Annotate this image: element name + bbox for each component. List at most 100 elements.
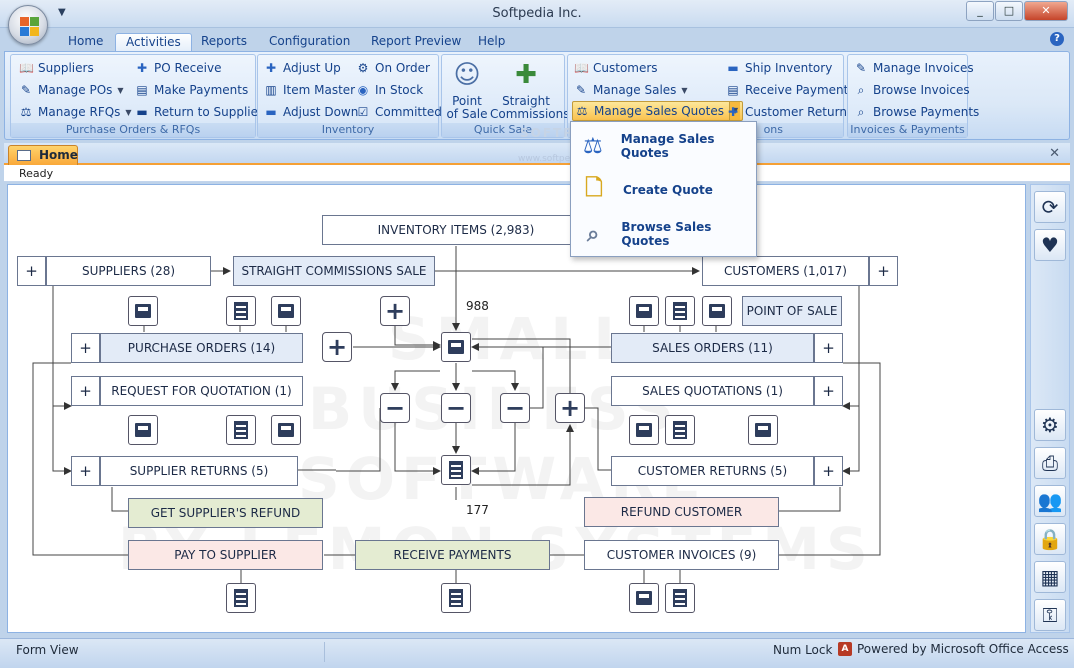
manage-rfqs-button[interactable]: ⚖Manage RFQs▼ [20,105,132,119]
cabinet-icon[interactable] [441,583,471,613]
node-pay-to-supplier[interactable]: PAY TO SUPPLIER [128,540,323,570]
add-stock-button[interactable]: + [322,332,352,362]
tab-activities[interactable]: Activities [115,33,192,52]
ship-inventory-button[interactable]: ▬Ship Inventory [727,61,833,75]
add-rfq-button[interactable]: + [71,376,100,406]
customers-button[interactable]: 📖Customers [574,61,658,75]
tab-report-preview[interactable]: Report Preview [371,34,462,48]
node-straight-commissions-sale[interactable]: STRAIGHT COMMISSIONS SALE [233,256,435,286]
po-receive-button[interactable]: ✚PO Receive [136,61,222,75]
maximize-button[interactable]: □ [995,1,1023,21]
cabinet-icon[interactable] [665,415,695,445]
subtract-button[interactable]: − [380,393,410,423]
node-get-suppliers-refund[interactable]: GET SUPPLIER'S REFUND [128,498,323,528]
on-order-button[interactable]: ⚙On Order [357,61,430,75]
add-supplier-return-button[interactable]: + [71,456,100,486]
make-payments-button[interactable]: ▤Make Payments [136,83,249,97]
node-purchase-orders[interactable]: PURCHASE ORDERS (14) [100,333,303,363]
node-suppliers[interactable]: SUPPLIERS (28) [46,256,211,286]
tray-icon[interactable] [271,415,301,445]
favorites-icon[interactable]: ♥ [1034,229,1066,261]
inventory-tray-icon[interactable] [441,332,471,362]
node-sales-quotations[interactable]: SALES QUOTATIONS (1) [611,376,814,406]
lock-icon[interactable]: 🔒 [1034,523,1066,555]
key-icon[interactable]: ⚿ [1034,599,1066,631]
item-master-button[interactable]: ▥Item Master [265,83,356,97]
node-request-for-quotation[interactable]: REQUEST FOR QUOTATION (1) [100,376,303,406]
cabinet-icon[interactable] [665,296,695,326]
tray-icon[interactable] [748,415,778,445]
node-customer-invoices[interactable]: CUSTOMER INVOICES (9) [584,540,779,570]
tray-icon[interactable] [702,296,732,326]
tray-icon[interactable] [629,583,659,613]
add-supplier-button[interactable]: + [17,256,46,286]
refresh-icon[interactable]: ⟳ [1034,191,1066,223]
add-customer-button[interactable]: + [869,256,898,286]
customer-returns-button[interactable]: ✚Customer Returns [727,105,854,119]
add-button[interactable]: + [555,393,585,423]
manage-sales-button[interactable]: ✎Manage Sales▼ [575,83,688,97]
add-customer-return-button[interactable]: + [814,456,843,486]
print-icon[interactable]: ⎙ [1034,447,1066,479]
close-button[interactable]: ✕ [1024,1,1068,21]
suppliers-button[interactable]: 📖Suppliers [19,61,94,75]
menu-item-create-quote[interactable]: 🗋 Create Quote [571,170,756,210]
tab-configuration[interactable]: Configuration [269,34,351,48]
add-sales-order-button[interactable]: + [814,333,843,363]
cabinet-icon[interactable] [226,415,256,445]
node-point-of-sale[interactable]: POINT OF SALE [742,296,842,326]
committed-button[interactable]: ☑Committed [357,105,442,119]
close-document-icon[interactable]: ✕ [1049,146,1060,161]
tray-icon[interactable] [128,415,158,445]
cabinet-icon[interactable] [665,583,695,613]
minimize-button[interactable]: _ [966,1,994,21]
settings-icon[interactable]: ⚙ [1034,409,1066,441]
menu-item-manage-sales-quotes[interactable]: ⚖ Manage Sales Quotes [571,126,756,166]
subtract-button[interactable]: − [500,393,530,423]
menu-item-browse-sales-quotes[interactable]: ⌕ Browse Sales Quotes [571,214,756,254]
node-sales-orders[interactable]: SALES ORDERS (11) [611,333,814,363]
browse-invoices-button[interactable]: ⌕Browse Invoices [854,80,970,100]
node-customers[interactable]: CUSTOMERS (1,017) [702,256,869,286]
node-supplier-returns[interactable]: SUPPLIER RETURNS (5) [100,456,298,486]
tab-home[interactable]: Home [68,34,104,48]
tray-icon[interactable] [629,296,659,326]
manage-sales-quotes-button[interactable]: ⚖Manage Sales Quotes▼ [572,101,744,121]
add-sales-quotation-button[interactable]: + [814,376,843,406]
tab-help[interactable]: Help [478,34,506,48]
video-icon[interactable]: ▦ [1034,561,1066,593]
return-to-supplier-button[interactable]: ▬Return to Supplier [136,105,263,119]
tray-icon[interactable] [271,296,301,326]
cabinet-icon[interactable] [226,296,256,326]
users-icon[interactable]: 👥 [1034,485,1066,517]
node-refund-customer[interactable]: REFUND CUSTOMER [584,497,779,527]
node-receive-payments[interactable]: RECEIVE PAYMENTS [355,540,550,570]
tray-icon[interactable] [629,415,659,445]
in-stock-button[interactable]: ◉In Stock [357,83,424,97]
adjust-up-button[interactable]: ✚Adjust Up [265,61,341,75]
browse-payments-button[interactable]: ⌕Browse Payments [854,102,980,122]
subtract-button[interactable]: − [441,393,471,423]
book-icon: 📖 [19,61,34,75]
minus-icon: ▬ [727,61,739,75]
tray-icon[interactable] [128,296,158,326]
straight-commissions-button[interactable]: ✚ Straight Commissions [490,59,570,121]
node-inventory-items[interactable]: INVENTORY ITEMS (2,983) [322,215,590,245]
manage-invoices-button[interactable]: ✎Manage Invoices [855,61,974,75]
quick-access-dropdown-icon[interactable]: ▼ [58,7,66,18]
receive-payments-button[interactable]: ▤Receive Payments [727,83,855,97]
cabinet-icon[interactable] [226,583,256,613]
adjust-down-button[interactable]: ▬Adjust Down [265,105,359,119]
tab-reports[interactable]: Reports [201,34,248,48]
cabinet-icon[interactable] [441,455,471,485]
dropdown-arrow-icon[interactable]: ▼ [728,102,741,120]
add-purchase-order-button[interactable]: + [71,333,100,363]
add-inventory-button[interactable]: + [380,296,410,326]
manage-pos-button[interactable]: ✎Manage POs▼ [20,83,124,97]
dropdown-arrow-icon: ▼ [125,107,132,117]
office-button[interactable] [8,5,48,45]
point-of-sale-button[interactable]: ☺ Point of Sale [446,59,488,121]
help-icon[interactable]: ? [1050,32,1064,46]
tab-home-document[interactable]: Home [8,145,78,165]
node-customer-returns[interactable]: CUSTOMER RETURNS (5) [611,456,814,486]
